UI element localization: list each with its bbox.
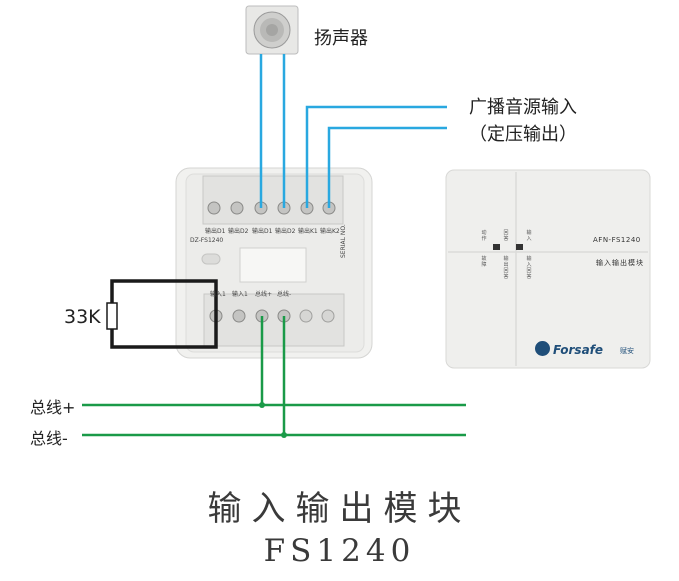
screw-d2a bbox=[230, 201, 244, 215]
module-cover bbox=[445, 169, 651, 369]
base-plate bbox=[175, 167, 373, 359]
audio-source-sublabel: （定压输出） bbox=[469, 124, 577, 145]
brand-name: Forsafe bbox=[553, 343, 604, 357]
brand-name-cn: 赋安 bbox=[620, 347, 634, 355]
screw-in1b bbox=[232, 309, 246, 323]
caption-model: FS1240 bbox=[263, 533, 416, 569]
bottom-terminal-label-2: 输入1 bbox=[232, 291, 248, 298]
indicator-1-top: 动作 bbox=[481, 230, 487, 242]
base-model-label: DZ-FS1240 bbox=[190, 237, 224, 244]
bus-minus-label: 总线- bbox=[30, 429, 68, 448]
cover-model: AFN-FS1240 bbox=[593, 236, 641, 244]
bottom-terminal-label-1: 输入1 bbox=[210, 291, 226, 298]
screw-n2 bbox=[321, 309, 335, 323]
serial-label: SERIAL NO. bbox=[340, 224, 347, 258]
speaker bbox=[245, 5, 299, 55]
top-terminal-label-4: 输出D2 bbox=[275, 228, 296, 235]
screw-d1a bbox=[207, 201, 221, 215]
indicator-3-top: 输入 bbox=[526, 230, 532, 242]
indicator-2-bottom: 输出回答 bbox=[503, 256, 509, 280]
bus-plus-label: 总线+ bbox=[30, 398, 76, 417]
brand-logo-icon bbox=[535, 341, 550, 356]
top-terminal-label-2: 输出D2 bbox=[228, 228, 249, 235]
speaker-label: 扬声器 bbox=[314, 28, 368, 49]
bottom-terminal-label-4: 总线- bbox=[277, 291, 292, 298]
resistor-33k bbox=[106, 302, 118, 330]
top-terminal-label-6: 输出K2 bbox=[320, 228, 340, 235]
bottom-terminal-label-3: 总线+ bbox=[255, 291, 273, 298]
top-terminal-label-5: 输出K1 bbox=[298, 228, 318, 235]
indicator-2-top: 回答 bbox=[503, 230, 509, 242]
top-terminal-label-1: 输出D1 bbox=[205, 228, 226, 235]
speaker-wires bbox=[259, 54, 286, 208]
indicator-1-bottom: 故障 bbox=[481, 256, 487, 268]
bus-plus-junction bbox=[259, 402, 265, 408]
top-terminal-label-3: 输出D1 bbox=[252, 228, 273, 235]
audio-source-wires bbox=[305, 105, 447, 208]
bus-wires bbox=[82, 316, 466, 437]
resistor-label: 33K bbox=[64, 306, 101, 328]
screw-n1 bbox=[299, 309, 313, 323]
cover-name: 输入输出模块 bbox=[596, 259, 644, 267]
indicator-3-bottom: 输入回答 bbox=[526, 256, 532, 280]
caption-title: 输入输出模块 bbox=[207, 489, 472, 529]
bus-minus-junction bbox=[281, 432, 287, 438]
top-terminal-screws bbox=[207, 201, 336, 215]
audio-source-label: 广播音源输入 bbox=[469, 97, 577, 118]
